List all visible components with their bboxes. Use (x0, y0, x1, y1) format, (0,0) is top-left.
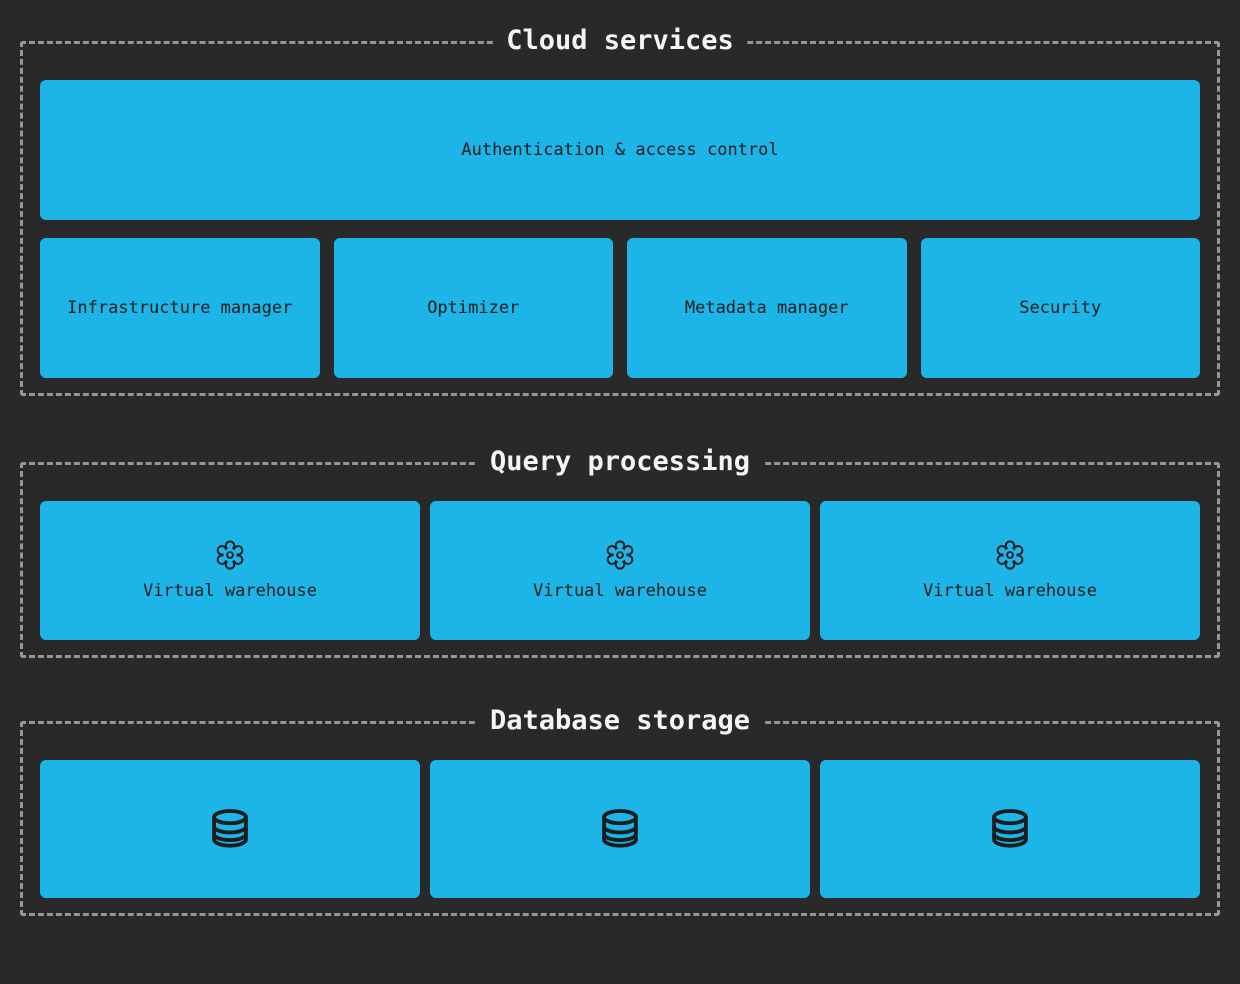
auth-access-control-box: Authentication & access control (40, 80, 1200, 220)
database-storage-row (40, 760, 1200, 898)
database-icon (602, 809, 638, 848)
section-title-query-processing: Query processing (476, 445, 764, 479)
infrastructure-manager-label: Infrastructure manager (67, 298, 293, 318)
database-box (430, 760, 810, 898)
section-query-processing: Query processing Virtual warehouse Virtu… (20, 445, 1220, 658)
infrastructure-manager-box: Infrastructure manager (40, 238, 320, 378)
section-cloud-services: Cloud services Authentication & access c… (20, 24, 1220, 396)
optimizer-box: Optimizer (333, 238, 613, 378)
section-title-database-storage: Database storage (476, 704, 764, 738)
optimizer-label: Optimizer (427, 298, 520, 318)
section-title-cloud-services: Cloud services (493, 24, 747, 58)
auth-access-control-label: Authentication & access control (461, 140, 779, 160)
metadata-manager-box: Metadata manager (627, 238, 907, 378)
database-icon (212, 809, 248, 848)
gear-icon (216, 540, 244, 570)
virtual-warehouse-box: Virtual warehouse (430, 501, 810, 640)
security-label: Security (1019, 298, 1102, 318)
cloud-services-row: Infrastructure manager Optimizer Metadat… (40, 238, 1200, 378)
security-box: Security (920, 238, 1200, 378)
virtual-warehouse-box: Virtual warehouse (40, 501, 420, 640)
gear-icon (606, 540, 634, 570)
gear-icon (996, 540, 1024, 570)
virtual-warehouse-label: Virtual warehouse (533, 581, 707, 601)
section-database-storage: Database storage (20, 704, 1220, 916)
query-processing-row: Virtual warehouse Virtual warehouse Virt… (40, 501, 1200, 640)
architecture-diagram: Cloud services Authentication & access c… (0, 24, 1240, 984)
virtual-warehouse-label: Virtual warehouse (143, 581, 317, 601)
metadata-manager-label: Metadata manager (684, 298, 849, 318)
virtual-warehouse-label: Virtual warehouse (923, 581, 1097, 601)
virtual-warehouse-box: Virtual warehouse (820, 501, 1200, 640)
database-box (820, 760, 1200, 898)
database-icon (992, 809, 1028, 848)
database-box (40, 760, 420, 898)
